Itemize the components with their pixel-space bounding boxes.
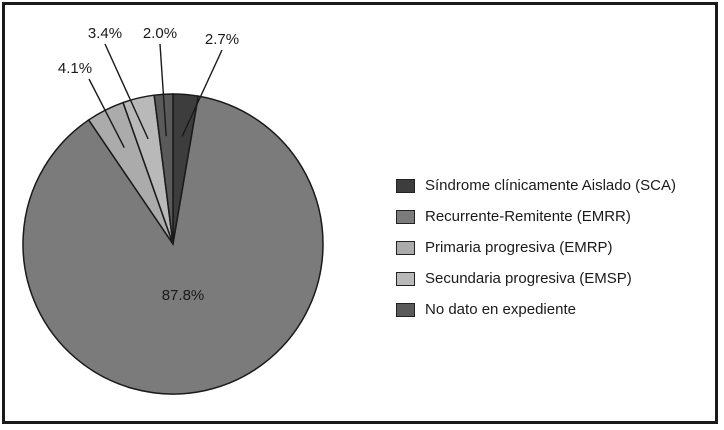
legend-label-no-dato: No dato en expediente	[425, 301, 576, 318]
data-label-no-dato: 2.0%	[143, 25, 177, 42]
legend-swatch-emsp	[396, 271, 415, 286]
data-label-emrp: 4.1%	[58, 60, 92, 77]
leader-line-no-dato	[159, 43, 167, 137]
legend-swatch-no-dato	[396, 302, 415, 317]
legend-label-emsp: Secundaria progresiva (EMSP)	[425, 270, 632, 287]
data-label-sca: 2.7%	[205, 31, 239, 48]
data-label-emsp: 3.4%	[88, 25, 122, 42]
data-label-emrr: 87.8%	[162, 287, 205, 304]
legend-swatch-emrr	[396, 209, 415, 224]
legend-label-emrr: Recurrente-Remitente (EMRR)	[425, 208, 631, 225]
legend-swatch-emrp	[396, 240, 415, 255]
legend-item-emrr: Recurrente-Remitente (EMRR)	[396, 201, 676, 232]
legend-label-emrp: Primaria progresiva (EMRP)	[425, 239, 613, 256]
legend-swatch-sca	[396, 178, 415, 193]
pie-slices	[22, 93, 324, 395]
legend-label-sca: Síndrome clínicamente Aislado (SCA)	[425, 177, 676, 194]
legend: Síndrome clínicamente Aislado (SCA) Recu…	[396, 170, 676, 325]
legend-item-sca: Síndrome clínicamente Aislado (SCA)	[396, 170, 676, 201]
pie-slice-emrr	[22, 95, 324, 395]
legend-item-emrp: Primaria progresiva (EMRP)	[396, 232, 676, 263]
leader-line-sca	[181, 49, 223, 137]
legend-item-emsp: Secundaria progresiva (EMSP)	[396, 263, 676, 294]
label-leaders	[88, 43, 223, 148]
leader-line-emsp	[104, 43, 149, 140]
data-labels: 2.7% 87.8% 4.1% 3.4% 2.0%	[58, 25, 239, 304]
legend-item-no-dato: No dato en expediente	[396, 294, 676, 325]
leader-line-emrp	[88, 78, 125, 148]
